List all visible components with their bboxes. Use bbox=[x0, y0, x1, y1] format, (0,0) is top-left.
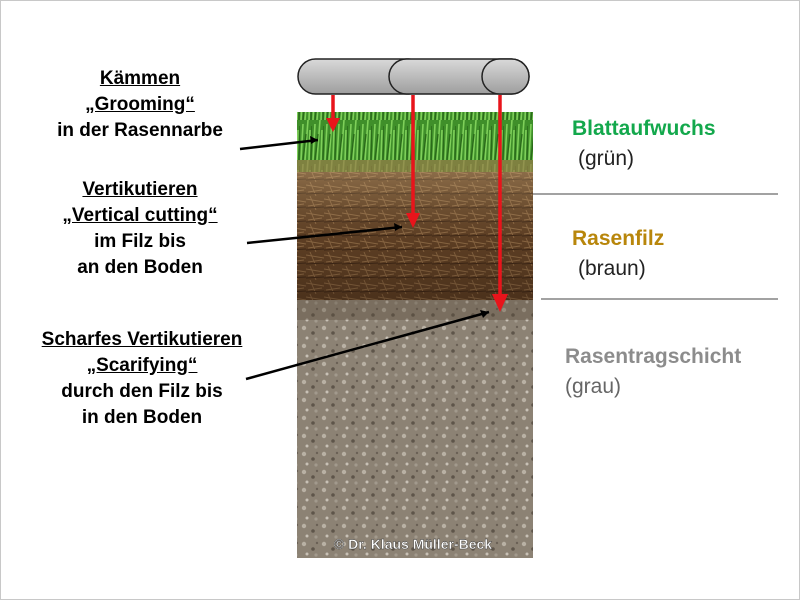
layer-thatch-sub: (braun) bbox=[578, 257, 646, 280]
layer-label-base: Rasentragschicht (grau) bbox=[565, 342, 741, 402]
layer-base-sub: (grau) bbox=[565, 375, 622, 398]
label-scarify-title: Scharfes Vertikutieren bbox=[41, 329, 243, 350]
red-arrows bbox=[326, 95, 508, 312]
layer-leaf-sub: (grün) bbox=[578, 147, 635, 170]
label-scarify-desc-2: in den Boden bbox=[81, 407, 203, 428]
pointer-vertical bbox=[246, 225, 403, 245]
label-vertical-desc-2: an den Boden bbox=[77, 257, 203, 278]
pointer-grooming bbox=[239, 138, 319, 151]
label-vertical: Vertikutieren „Vertical cutting“ im Filz… bbox=[40, 177, 240, 281]
layer-label-thatch: Rasenfilz (braun) bbox=[572, 224, 664, 284]
arrow-vertical-head bbox=[406, 213, 420, 228]
pointer-scarify bbox=[245, 310, 490, 381]
soil-column bbox=[297, 112, 533, 558]
label-grooming-term: „Grooming“ bbox=[85, 94, 195, 115]
label-scarify-desc-1: durch den Filz bis bbox=[61, 381, 223, 402]
pointer-lines bbox=[239, 136, 490, 381]
soil-layer bbox=[297, 300, 533, 558]
label-grooming-desc: in der Rasennarbe bbox=[57, 120, 223, 141]
layer-leaf-title: Blattaufwuchs bbox=[572, 117, 716, 140]
arrow-scarify-head bbox=[492, 294, 508, 312]
arrow-grooming-head bbox=[326, 118, 340, 132]
layer-thatch-title: Rasenfilz bbox=[572, 227, 665, 250]
label-scarify-term: „Scarifying“ bbox=[86, 355, 198, 376]
roller-group bbox=[297, 58, 530, 95]
layer-label-leaf: Blattaufwuchs (grün) bbox=[572, 114, 716, 174]
label-vertical-desc-1: im Filz bis bbox=[94, 231, 186, 252]
label-grooming-title: Kämmen bbox=[99, 68, 181, 89]
label-vertical-title: Vertikutieren bbox=[82, 179, 198, 200]
roller-3 bbox=[481, 58, 530, 95]
copyright-text: © Dr. Klaus Müller-Beck bbox=[334, 536, 492, 552]
label-scarify: Scharfes Vertikutieren „Scarifying“ durc… bbox=[22, 327, 262, 431]
label-vertical-term: „Vertical cutting“ bbox=[62, 205, 218, 226]
label-grooming: Kämmen „Grooming“ in der Rasennarbe bbox=[40, 66, 240, 144]
layer-base-title: Rasentragschicht bbox=[565, 345, 742, 368]
